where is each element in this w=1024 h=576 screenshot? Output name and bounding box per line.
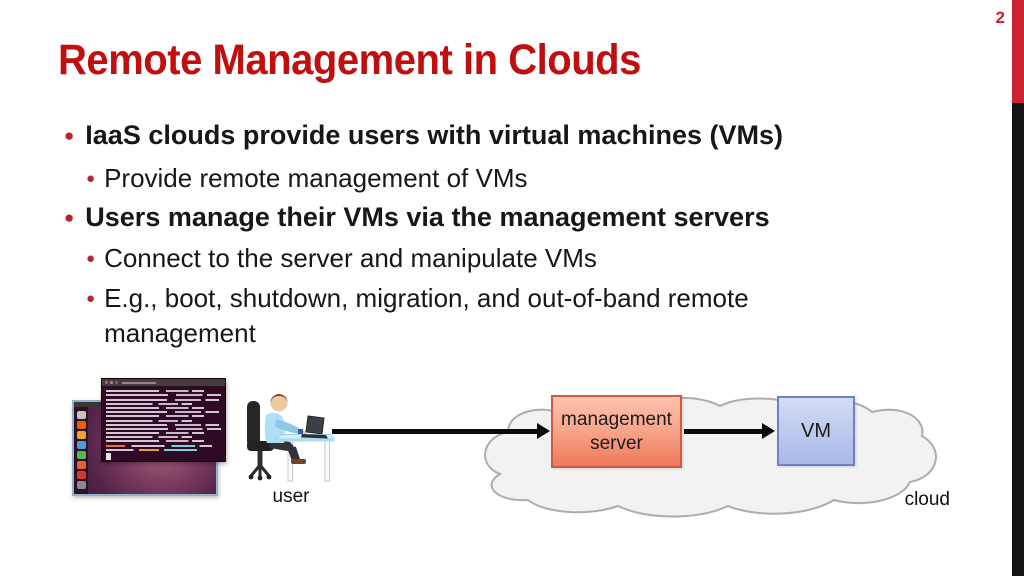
vm-box: VM bbox=[777, 396, 855, 466]
bullet-item: ● E.g., boot, shutdown, migration, and o… bbox=[86, 281, 800, 351]
bullet-icon: ● bbox=[86, 170, 96, 187]
bullet-text: Provide remote management of VMs bbox=[104, 163, 528, 193]
bullet-icon: ● bbox=[64, 208, 75, 227]
bullet-icon: ● bbox=[86, 250, 96, 267]
window-maximize-icon bbox=[115, 381, 118, 384]
bullet-item: ● IaaS clouds provide users with virtual… bbox=[64, 118, 783, 153]
terminal-output bbox=[102, 386, 225, 460]
sidebar-accent-black bbox=[1012, 103, 1024, 576]
user-at-desk-illustration bbox=[247, 393, 335, 482]
terminal-titlebar bbox=[102, 379, 225, 386]
management-server-box: management server bbox=[551, 395, 682, 468]
launcher-icon bbox=[76, 451, 86, 459]
bullet-icon: ● bbox=[86, 290, 96, 307]
user-label: user bbox=[272, 486, 310, 507]
bullet-text: E.g., boot, shutdown, migration, and out… bbox=[104, 283, 749, 348]
bullet-item: ● Connect to the server and manipulate V… bbox=[86, 241, 597, 276]
terminal-screenshot bbox=[101, 378, 226, 462]
bullet-text: IaaS clouds provide users with virtual m… bbox=[85, 120, 783, 150]
terminal-title-text bbox=[122, 381, 156, 384]
management-server-label: management server bbox=[561, 408, 672, 454]
launcher-icon bbox=[76, 411, 86, 419]
arrow-server-to-vm bbox=[684, 423, 775, 439]
bullet-icon: ● bbox=[64, 126, 75, 145]
launcher-icon bbox=[76, 471, 86, 479]
terminal-cursor bbox=[106, 452, 111, 460]
launcher-icon bbox=[76, 461, 86, 469]
sidebar-accent-red bbox=[1012, 0, 1024, 103]
cloud-shape bbox=[484, 397, 937, 518]
page-number: 2 bbox=[995, 8, 1005, 27]
bullet-item: ● Users manage their VMs via the managem… bbox=[64, 200, 770, 235]
window-close-icon bbox=[105, 381, 108, 384]
bullet-item: ● Provide remote management of VMs bbox=[86, 161, 527, 196]
cloud-label: cloud bbox=[904, 489, 950, 510]
window-minimize-icon bbox=[110, 381, 113, 384]
launcher-icon bbox=[76, 481, 86, 489]
ubuntu-launcher bbox=[74, 407, 88, 494]
launcher-icon bbox=[76, 431, 86, 439]
bullet-text: Users manage their VMs via the managemen… bbox=[85, 202, 770, 232]
bullet-text: Connect to the server and manipulate VMs bbox=[104, 243, 597, 273]
launcher-icon bbox=[76, 441, 86, 449]
page-title: Remote Management in Clouds bbox=[58, 36, 641, 84]
launcher-icon bbox=[76, 421, 86, 429]
vm-label: VM bbox=[801, 419, 831, 442]
arrow-user-to-server bbox=[332, 423, 550, 439]
